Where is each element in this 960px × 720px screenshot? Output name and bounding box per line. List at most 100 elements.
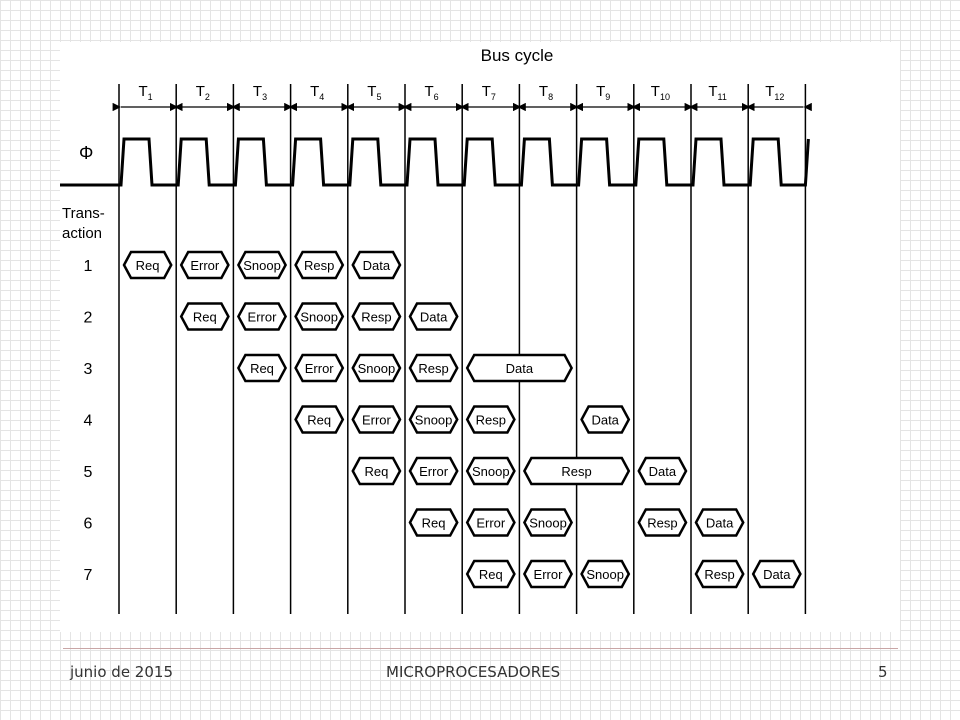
phase-error-pill: Error bbox=[522, 559, 574, 589]
phase-outline bbox=[236, 302, 288, 331]
phase-label: Error bbox=[476, 516, 506, 531]
phase-label: Error bbox=[419, 464, 449, 479]
phase-outline bbox=[408, 456, 459, 486]
cycle-label: T3 bbox=[253, 83, 267, 102]
transaction-label: 5 bbox=[84, 464, 93, 481]
clock-waveform bbox=[60, 137, 810, 187]
phase-label: Resp bbox=[647, 516, 677, 531]
phase-label: Resp bbox=[361, 310, 391, 325]
phase-data-pill: Data bbox=[408, 302, 459, 331]
footer-page-number: 5 bbox=[878, 663, 888, 681]
phase-outline bbox=[351, 302, 402, 331]
phase-outline bbox=[294, 250, 345, 280]
phase-label: Error bbox=[190, 258, 220, 273]
phase-label: Error bbox=[305, 361, 335, 376]
phase-outline bbox=[408, 302, 459, 331]
phase-label: Error bbox=[534, 567, 564, 582]
phase-label: Snoop bbox=[415, 413, 453, 428]
transaction-label: 1 bbox=[84, 258, 93, 275]
phase-resp-pill: Resp bbox=[408, 353, 459, 383]
phase-snoop-pill: Snoop bbox=[408, 405, 459, 434]
phase-outline bbox=[294, 405, 345, 434]
transaction-label: 2 bbox=[84, 310, 93, 327]
cycle-label: T5 bbox=[367, 83, 381, 102]
phase-label: Resp bbox=[418, 361, 448, 376]
phase-resp-pill: Resp bbox=[522, 456, 631, 486]
phase-data-pill: Data bbox=[637, 456, 688, 486]
diagram-title: Bus cycle bbox=[481, 46, 554, 65]
phase-label: Data bbox=[706, 516, 734, 531]
phase-label: Snoop bbox=[300, 310, 338, 325]
cycle-label: T11 bbox=[708, 83, 727, 102]
phase-outline bbox=[294, 302, 345, 331]
clock-symbol: Φ bbox=[79, 143, 93, 163]
phase-outline bbox=[408, 508, 459, 537]
phase-outline bbox=[522, 508, 574, 537]
transaction-label: 6 bbox=[84, 516, 93, 533]
cycle-label: T2 bbox=[196, 83, 210, 102]
transaction-row: 6 Req Error Snoop Resp Data bbox=[84, 508, 745, 537]
phase-label: Error bbox=[248, 310, 278, 325]
phase-label: Snoop bbox=[243, 258, 281, 273]
phase-outline bbox=[694, 508, 745, 537]
row-axis-label-line1: Trans- bbox=[62, 205, 105, 222]
cycle-label: T12 bbox=[765, 83, 784, 102]
phase-outline bbox=[465, 559, 516, 589]
phase-resp-pill: Resp bbox=[694, 559, 745, 589]
phase-outline bbox=[179, 302, 230, 331]
phase-outline bbox=[294, 353, 345, 383]
phase-outline bbox=[351, 405, 402, 434]
phase-label: Resp bbox=[704, 567, 734, 582]
phase-req-pill: Req bbox=[351, 456, 402, 486]
phase-req-pill: Req bbox=[294, 405, 345, 434]
phase-outline bbox=[637, 508, 688, 537]
phase-outline bbox=[522, 456, 631, 486]
phase-error-pill: Error bbox=[408, 456, 459, 486]
cycle-label: T6 bbox=[425, 83, 439, 102]
phase-outline bbox=[465, 456, 516, 486]
phase-label: Req bbox=[136, 258, 160, 273]
phase-req-pill: Req bbox=[408, 508, 459, 537]
cycle-label: T4 bbox=[310, 83, 324, 102]
phase-label: Req bbox=[479, 567, 503, 582]
phase-label: Data bbox=[591, 413, 619, 428]
phase-data-pill: Data bbox=[351, 250, 402, 280]
phase-data-pill: Data bbox=[465, 353, 574, 383]
phase-req-pill: Req bbox=[179, 302, 230, 331]
phase-outline bbox=[580, 405, 631, 434]
cycle-label: T7 bbox=[482, 83, 496, 102]
phase-label: Snoop bbox=[358, 361, 396, 376]
cycle-label: T8 bbox=[539, 83, 553, 102]
phase-outline bbox=[408, 353, 459, 383]
phase-outline bbox=[580, 559, 631, 589]
phase-label: Snoop bbox=[586, 567, 624, 582]
phase-error-pill: Error bbox=[351, 405, 402, 434]
cycle-label: T10 bbox=[651, 83, 670, 102]
phase-error-pill: Error bbox=[179, 250, 230, 280]
transaction-label: 3 bbox=[84, 361, 93, 378]
phase-resp-pill: Resp bbox=[637, 508, 688, 537]
phase-error-pill: Error bbox=[465, 508, 516, 537]
phase-label: Resp bbox=[561, 464, 591, 479]
phase-label: Snoop bbox=[529, 516, 567, 531]
phase-error-pill: Error bbox=[236, 302, 288, 331]
cycle-boundaries bbox=[118, 84, 807, 614]
phase-label: Req bbox=[364, 464, 388, 479]
phase-outline bbox=[179, 250, 230, 280]
cycle-label: T9 bbox=[596, 83, 610, 102]
phase-data-pill: Data bbox=[751, 559, 802, 589]
phase-outline bbox=[751, 559, 802, 589]
phase-outline bbox=[122, 250, 173, 280]
phase-outline bbox=[694, 559, 745, 589]
phase-label: Resp bbox=[476, 413, 506, 428]
row-axis-label-line2: action bbox=[62, 225, 102, 242]
phase-label: Data bbox=[649, 464, 677, 479]
transaction-row: 2 Req Error Snoop Resp Data bbox=[84, 302, 459, 331]
